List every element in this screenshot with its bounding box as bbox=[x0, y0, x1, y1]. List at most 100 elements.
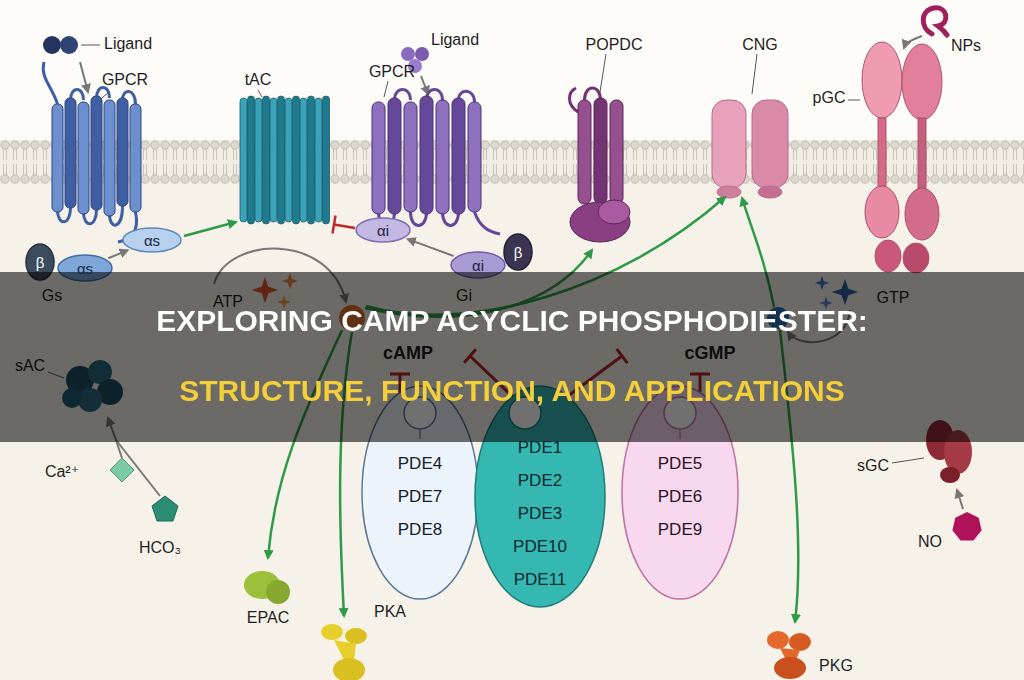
label-anchor: NPs bbox=[951, 38, 981, 54]
cng-channel bbox=[712, 100, 746, 188]
nitric-oxide bbox=[952, 512, 981, 541]
pka-protein bbox=[321, 624, 343, 640]
transmembrane-adenylyl-cyclase bbox=[248, 96, 255, 224]
gpcr-receptor bbox=[78, 102, 89, 214]
gpcr-receptor bbox=[372, 90, 500, 235]
pde-name: PDE6 bbox=[658, 480, 702, 513]
gpcr-receptor bbox=[65, 98, 76, 208]
gpcr-receptor bbox=[420, 96, 433, 214]
lipid-bilayer bbox=[0, 140, 1024, 184]
effector-label: EPAC bbox=[247, 610, 289, 626]
translocation-arrow bbox=[408, 239, 454, 256]
pde-name: PDE11 bbox=[514, 563, 567, 596]
label-anchor: NO bbox=[918, 534, 942, 550]
transmembrane-adenylyl-cyclase bbox=[308, 96, 315, 224]
cng-channel bbox=[758, 186, 782, 198]
bicarbonate-ion bbox=[152, 496, 178, 521]
inhibition-bar bbox=[334, 225, 355, 229]
gpcr-receptor bbox=[388, 98, 401, 214]
transmembrane-adenylyl-cyclase bbox=[323, 96, 330, 224]
particulate-guanylyl-cyclase bbox=[862, 42, 902, 118]
cng-channel bbox=[717, 186, 741, 198]
pde-name: PDE4 bbox=[398, 447, 442, 480]
node-text-stack: αi bbox=[355, 217, 411, 243]
particulate-guanylyl-cyclase bbox=[902, 44, 942, 120]
particulate-guanylyl-cyclase bbox=[862, 42, 942, 273]
pde-name: PDE5 bbox=[658, 447, 702, 480]
leader-line bbox=[892, 458, 924, 463]
inhibition-bar bbox=[333, 216, 336, 234]
gpcr-receptor bbox=[468, 102, 481, 212]
g-alpha-subunit-body bbox=[356, 218, 410, 242]
subunit-name: β bbox=[514, 244, 523, 261]
ligand-label: Ligand bbox=[104, 36, 152, 52]
pde-name: PDE9 bbox=[658, 513, 702, 546]
activation-arrow bbox=[184, 222, 236, 236]
banner-title: EXPLORING CAMP ACYCLIC PHOSPHODIESTER: S… bbox=[112, 286, 912, 426]
particulate-guanylyl-cyclase bbox=[905, 188, 939, 240]
cng-channel bbox=[712, 100, 788, 198]
pde-name: PDE10 bbox=[513, 530, 567, 563]
pka-protein bbox=[321, 624, 367, 680]
particulate-guanylyl-cyclase bbox=[903, 243, 929, 273]
gpcr-receptor bbox=[43, 62, 57, 104]
pde-name: PDE7 bbox=[398, 480, 442, 513]
g-beta-subunit: β bbox=[503, 233, 533, 271]
transmembrane-adenylyl-cyclase bbox=[240, 98, 247, 222]
natriuretic-peptide bbox=[923, 8, 947, 35]
leader-line bbox=[848, 100, 860, 101]
ligand-trefoil bbox=[421, 76, 428, 94]
transmembrane-adenylyl-cyclase bbox=[263, 96, 270, 224]
banner-title-box: EXPLORING CAMP ACYCLIC PHOSPHODIESTER: S… bbox=[112, 286, 912, 426]
gpcr-receptor bbox=[404, 102, 417, 212]
ligand-trefoil bbox=[401, 47, 415, 61]
pde-name: PDE8 bbox=[398, 513, 442, 546]
ligand-dimer bbox=[80, 62, 88, 92]
lipid-bilayer bbox=[0, 140, 1024, 184]
label-anchor: PKG bbox=[819, 658, 853, 674]
leader-line bbox=[258, 90, 262, 97]
ion-label: Ca²⁺ bbox=[45, 464, 79, 480]
g-alpha-subunit-body bbox=[123, 228, 181, 252]
epac-protein bbox=[266, 580, 290, 604]
label-anchor: Ca²⁺ bbox=[45, 464, 79, 480]
pde-name: PDE2 bbox=[518, 464, 562, 497]
popeye-domain-protein bbox=[594, 98, 607, 204]
subunit-name: αs bbox=[77, 260, 93, 277]
lipid-bilayer bbox=[0, 140, 1024, 184]
gpcr-receptor bbox=[43, 62, 141, 242]
enzyme-label: tAC bbox=[245, 72, 272, 88]
soluble-guanylyl-cyclase bbox=[940, 467, 960, 483]
channel-label: CNG bbox=[742, 37, 778, 53]
epac-protein bbox=[244, 571, 290, 604]
gpcr-receptor bbox=[130, 104, 141, 212]
label-anchor: sGC bbox=[857, 458, 889, 474]
activation-arrow bbox=[184, 222, 236, 236]
transmembrane-adenylyl-cyclase bbox=[255, 98, 262, 222]
g-alpha-subunit: αi bbox=[355, 217, 411, 243]
label-anchor: pGC bbox=[813, 90, 846, 106]
effector-label: PKA bbox=[374, 604, 406, 620]
leader-line bbox=[384, 81, 388, 97]
leader-line bbox=[81, 45, 100, 46]
label-anchor: GPCR bbox=[369, 64, 415, 80]
label-anchor: Ligand bbox=[431, 32, 479, 48]
inhibition-bar bbox=[333, 216, 356, 234]
label-anchor: HCO₃ bbox=[139, 540, 181, 556]
enzyme-label: sGC bbox=[857, 458, 889, 474]
pka-protein bbox=[333, 658, 365, 680]
ligand-trefoil bbox=[415, 47, 429, 61]
particulate-guanylyl-cyclase bbox=[875, 240, 901, 272]
receptor-label: GPCR bbox=[102, 72, 148, 88]
protein-label: POPDC bbox=[586, 37, 643, 53]
subunit-name: αs bbox=[144, 232, 160, 249]
particulate-guanylyl-cyclase bbox=[918, 118, 926, 190]
node-text-stack: β bbox=[503, 233, 533, 271]
particulate-guanylyl-cyclase bbox=[865, 186, 899, 238]
popeye-domain-protein bbox=[598, 200, 630, 224]
nitric-oxide bbox=[952, 490, 981, 541]
cng-channel bbox=[752, 100, 788, 188]
subunit-name: β bbox=[36, 254, 45, 271]
ligand-dimer bbox=[43, 36, 61, 54]
ligand-dimer bbox=[43, 36, 88, 92]
